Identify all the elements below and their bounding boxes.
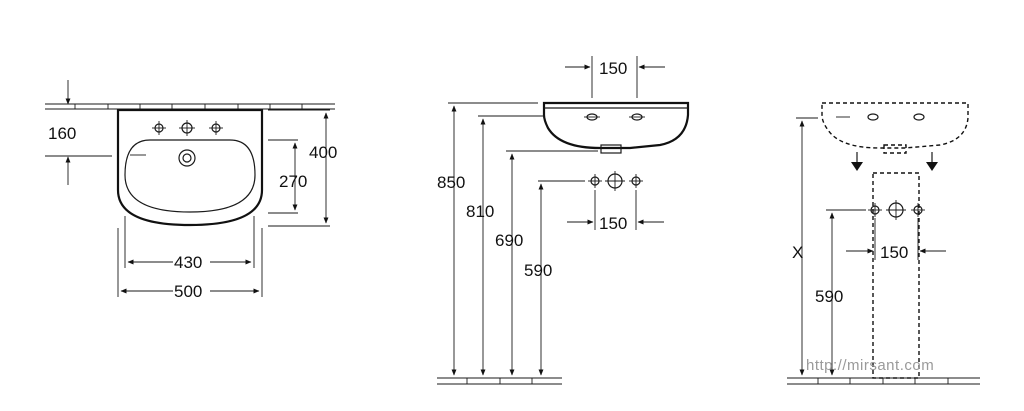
wall-line [45, 103, 335, 110]
dim-690-label: 690 [495, 231, 523, 250]
supply-fittings-icon [588, 171, 643, 191]
dim-590-pedestal-label: 590 [815, 287, 843, 306]
dim-150-top-label: 150 [599, 59, 627, 78]
floor-line [437, 377, 562, 385]
dim-590-label: 590 [524, 261, 552, 280]
dim-150-pedestal-label: 150 [880, 243, 908, 262]
floor-line-pedestal [787, 377, 980, 385]
dim-430-label: 430 [174, 253, 202, 272]
dim-810-label: 810 [466, 202, 494, 221]
dim-400-label: 400 [309, 143, 337, 162]
basin-bowl [124, 139, 256, 213]
pedestal-view: 150 X 590 [787, 102, 980, 385]
basin-side [542, 101, 690, 150]
basin-dashed [821, 102, 969, 149]
dim-150-bottom-label: 150 [599, 214, 627, 233]
dim-500-label: 500 [174, 282, 202, 301]
dim-160-label: 160 [48, 124, 76, 143]
supply-fittings-icon-pedestal [868, 200, 925, 220]
watermark: http://mirsant.com [806, 357, 934, 374]
dim-850-label: 850 [437, 173, 465, 192]
side-view: 150 150 850 810 [437, 56, 690, 385]
tap-holes-icon [152, 120, 223, 136]
basin-outline [116, 108, 264, 227]
dim-270-label: 270 [279, 172, 307, 191]
front-view: 160 400 270 430 500 [45, 80, 337, 301]
dim-x-label: X [792, 243, 803, 262]
drain-icon [178, 149, 196, 167]
arrow-down-icon [851, 152, 938, 171]
